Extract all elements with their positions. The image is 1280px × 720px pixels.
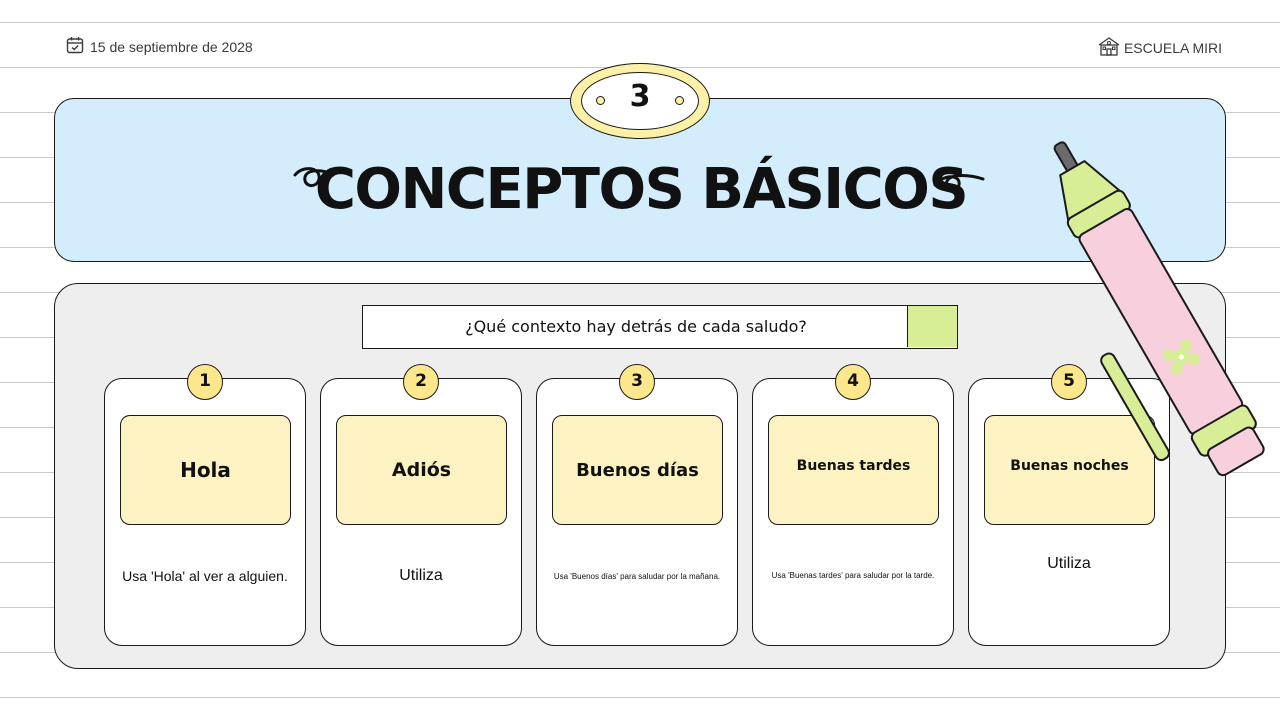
section-number-badge: 3 xyxy=(570,63,710,139)
card-number: 2 xyxy=(403,364,439,400)
card-label: Buenas noches xyxy=(1010,458,1129,474)
page-title: CONCEPTOS BÁSICOS xyxy=(314,157,969,222)
brand-name: ESCUELA MIRI xyxy=(1123,39,1222,56)
card-label: Buenos días xyxy=(576,459,699,481)
card-description: Usa 'Buenas tardes' para saludar por la … xyxy=(771,571,935,580)
card-label-box: Adiós xyxy=(336,415,507,525)
question-accent-swatch xyxy=(907,306,957,347)
card-label-box: Hola xyxy=(120,415,291,525)
header-brand: ESCUELA MIRI xyxy=(1098,36,1222,59)
greeting-card-3: 3 Buenos días Usa 'Buenos días' para sal… xyxy=(536,364,738,646)
swirl-left-decoration xyxy=(293,167,335,187)
card-number: 3 xyxy=(619,364,655,400)
badge-dot-right xyxy=(675,96,684,105)
question-text: ¿Qué contexto hay detrás de cada saludo? xyxy=(465,317,807,336)
badge-dot-left xyxy=(596,96,605,105)
section-number: 3 xyxy=(629,79,651,114)
greeting-card-1: 1 Hola Usa 'Hola' al ver a alguien. xyxy=(104,364,306,646)
card-number: 4 xyxy=(835,364,871,400)
card-description: Usa 'Buenos días' para saludar por la ma… xyxy=(553,572,721,581)
calendar-icon xyxy=(66,36,84,57)
card-label: Hola xyxy=(180,458,231,482)
card-description: Usa 'Hola' al ver a alguien. xyxy=(122,568,288,584)
greeting-card-4: 4 Buenas tardes Usa 'Buenas tardes' para… xyxy=(752,364,954,646)
title-panel: CONCEPTOS BÁSICOS xyxy=(54,98,1226,262)
card-description: Utiliza xyxy=(399,567,443,584)
greeting-card-2: 2 Adiós Utiliza xyxy=(320,364,522,646)
card-label: Buenas tardes xyxy=(796,458,911,474)
school-icon xyxy=(1098,36,1120,59)
card-label-box: Buenas tardes xyxy=(768,415,939,525)
card-label-box: Buenos días xyxy=(552,415,723,525)
card-label-box: Buenas noches xyxy=(984,415,1155,525)
card-number: 1 xyxy=(187,364,223,400)
card-label: Adiós xyxy=(391,459,452,481)
date-text: 15 de septiembre de 2028 xyxy=(90,38,253,55)
card-description: Utiliza xyxy=(1047,555,1091,572)
pencil-illustration xyxy=(1053,141,1265,477)
header-date: 15 de septiembre de 2028 xyxy=(66,36,253,57)
question-bar: ¿Qué contexto hay detrás de cada saludo? xyxy=(362,305,958,349)
swirl-right-decoration xyxy=(933,174,985,193)
card-number: 5 xyxy=(1051,364,1087,400)
